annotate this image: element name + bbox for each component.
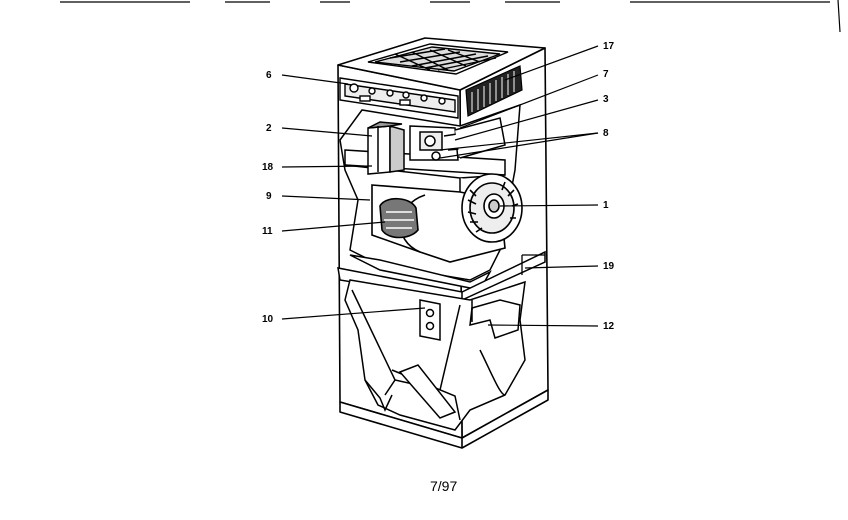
control-panel	[339, 77, 459, 119]
cabinet-seam	[521, 254, 545, 275]
callout-labels: 17 6 7 3 2 8 18 9 1 11 19 10 12	[262, 41, 615, 332]
callout-2: 2	[266, 123, 272, 134]
callout-9: 9	[266, 191, 272, 202]
callout-19: 19	[603, 261, 615, 272]
callout-18: 18	[262, 162, 274, 173]
callout-1: 1	[603, 200, 609, 211]
scan-top-border	[60, 0, 841, 33]
blower-assembly	[371, 173, 523, 263]
revision-date: 7/97	[430, 478, 458, 494]
callout-10: 10	[262, 314, 274, 325]
leader-lines	[281, 45, 599, 327]
callout-17: 17	[603, 41, 615, 52]
gas-valve	[409, 117, 506, 161]
callout-7: 7	[603, 69, 609, 80]
relay-boxes	[367, 121, 405, 175]
top-grille	[367, 43, 509, 75]
callout-6: 6	[266, 70, 272, 81]
callout-11: 11	[262, 226, 273, 237]
lower-cutaway	[344, 279, 526, 431]
callout-8: 8	[603, 128, 609, 139]
callout-12: 12	[603, 321, 615, 332]
callout-3: 3	[603, 94, 609, 105]
